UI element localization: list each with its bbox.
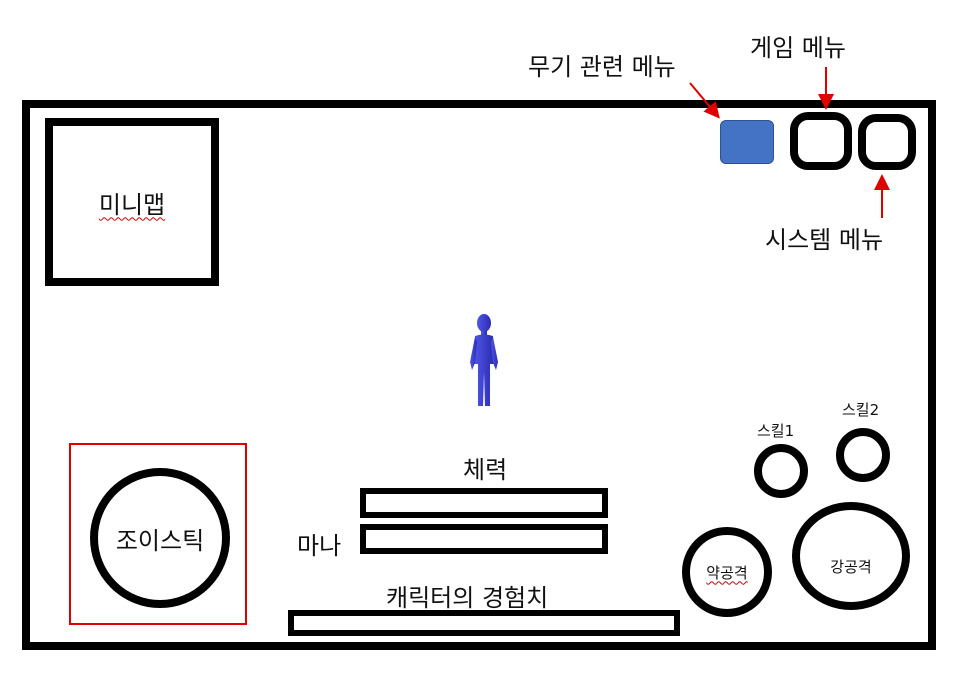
skill1-button[interactable] [754, 444, 808, 498]
experience-label: 캐릭터의 경험치 [386, 584, 549, 612]
health-bar [360, 488, 608, 518]
weapon-menu-arrow-icon [689, 82, 720, 119]
mana-label: 마나 [297, 532, 342, 560]
game-menu-annotation: 게임 메뉴 [750, 34, 846, 62]
weapon-menu-button[interactable] [720, 120, 774, 164]
mana-bar [360, 524, 608, 554]
weak-attack-button[interactable]: 약공격 [682, 527, 772, 617]
system-menu-button[interactable] [858, 114, 916, 170]
skill2-button[interactable] [836, 428, 890, 482]
joystick-label: 조이스틱 [115, 526, 205, 555]
strong-attack-label: 강공격 [830, 557, 872, 576]
minimap-label: 미니맵 [98, 190, 166, 219]
joystick-highlight-box [69, 443, 247, 625]
weapon-menu-annotation: 무기 관련 메뉴 [528, 53, 676, 81]
weak-attack-label: 약공격 [706, 563, 748, 582]
joystick[interactable]: 조이스틱 [90, 468, 230, 608]
strong-attack-button[interactable]: 강공격 [792, 502, 910, 610]
skill2-label: 스킬2 [842, 401, 880, 419]
skill1-label: 스킬1 [757, 422, 795, 440]
game-menu-button[interactable] [790, 112, 852, 170]
minimap[interactable]: 미니맵 [45, 118, 219, 286]
system-menu-annotation: 시스템 메뉴 [765, 226, 884, 254]
character-figure-icon [470, 314, 498, 406]
experience-bar [288, 610, 680, 636]
health-label: 체력 [463, 456, 508, 484]
